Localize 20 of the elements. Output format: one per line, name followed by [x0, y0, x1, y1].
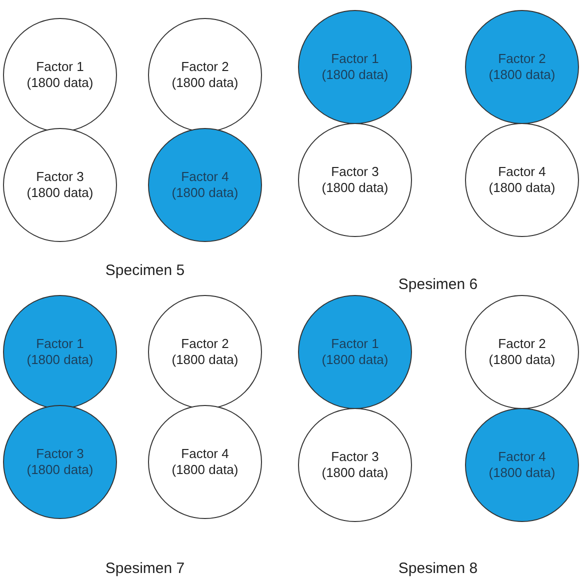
factor-text: Factor 1 (1800 data) [320, 336, 390, 368]
factor-text: Factor 4 (1800 data) [488, 449, 556, 481]
specimen-caption: Spesimen 6 [398, 276, 478, 293]
factor-text: Factor 4 (1800 data) [170, 169, 240, 201]
factor-text: Factor 2 (1800 data) [488, 336, 556, 368]
factor-text: Factor 3 (1800 data) [26, 446, 94, 478]
specimen-caption: Spesimen 7 [105, 560, 185, 577]
factor-text: Factor 1 (1800 data) [26, 59, 94, 91]
factor-text: Factor 3 (1800 data) [26, 169, 94, 201]
factor-text: Factor 4 (1800 data) [488, 164, 556, 196]
specimen-caption: Specimen 5 [105, 262, 185, 279]
factor-text: Factor 2 (1800 data) [170, 336, 240, 368]
factor-text: Factor 3 (1800 data) [320, 164, 390, 196]
factor-text: Factor 1 (1800 data) [26, 336, 94, 368]
factor-text: Factor 1 (1800 data) [320, 51, 390, 83]
factor-text: Factor 2 (1800 data) [170, 59, 240, 91]
factor-text: Factor 4 (1800 data) [170, 446, 240, 478]
factor-text: Factor 2 (1800 data) [488, 51, 556, 83]
factor-text: Factor 3 (1800 data) [320, 449, 390, 481]
specimen-caption: Spesimen 8 [398, 560, 478, 577]
